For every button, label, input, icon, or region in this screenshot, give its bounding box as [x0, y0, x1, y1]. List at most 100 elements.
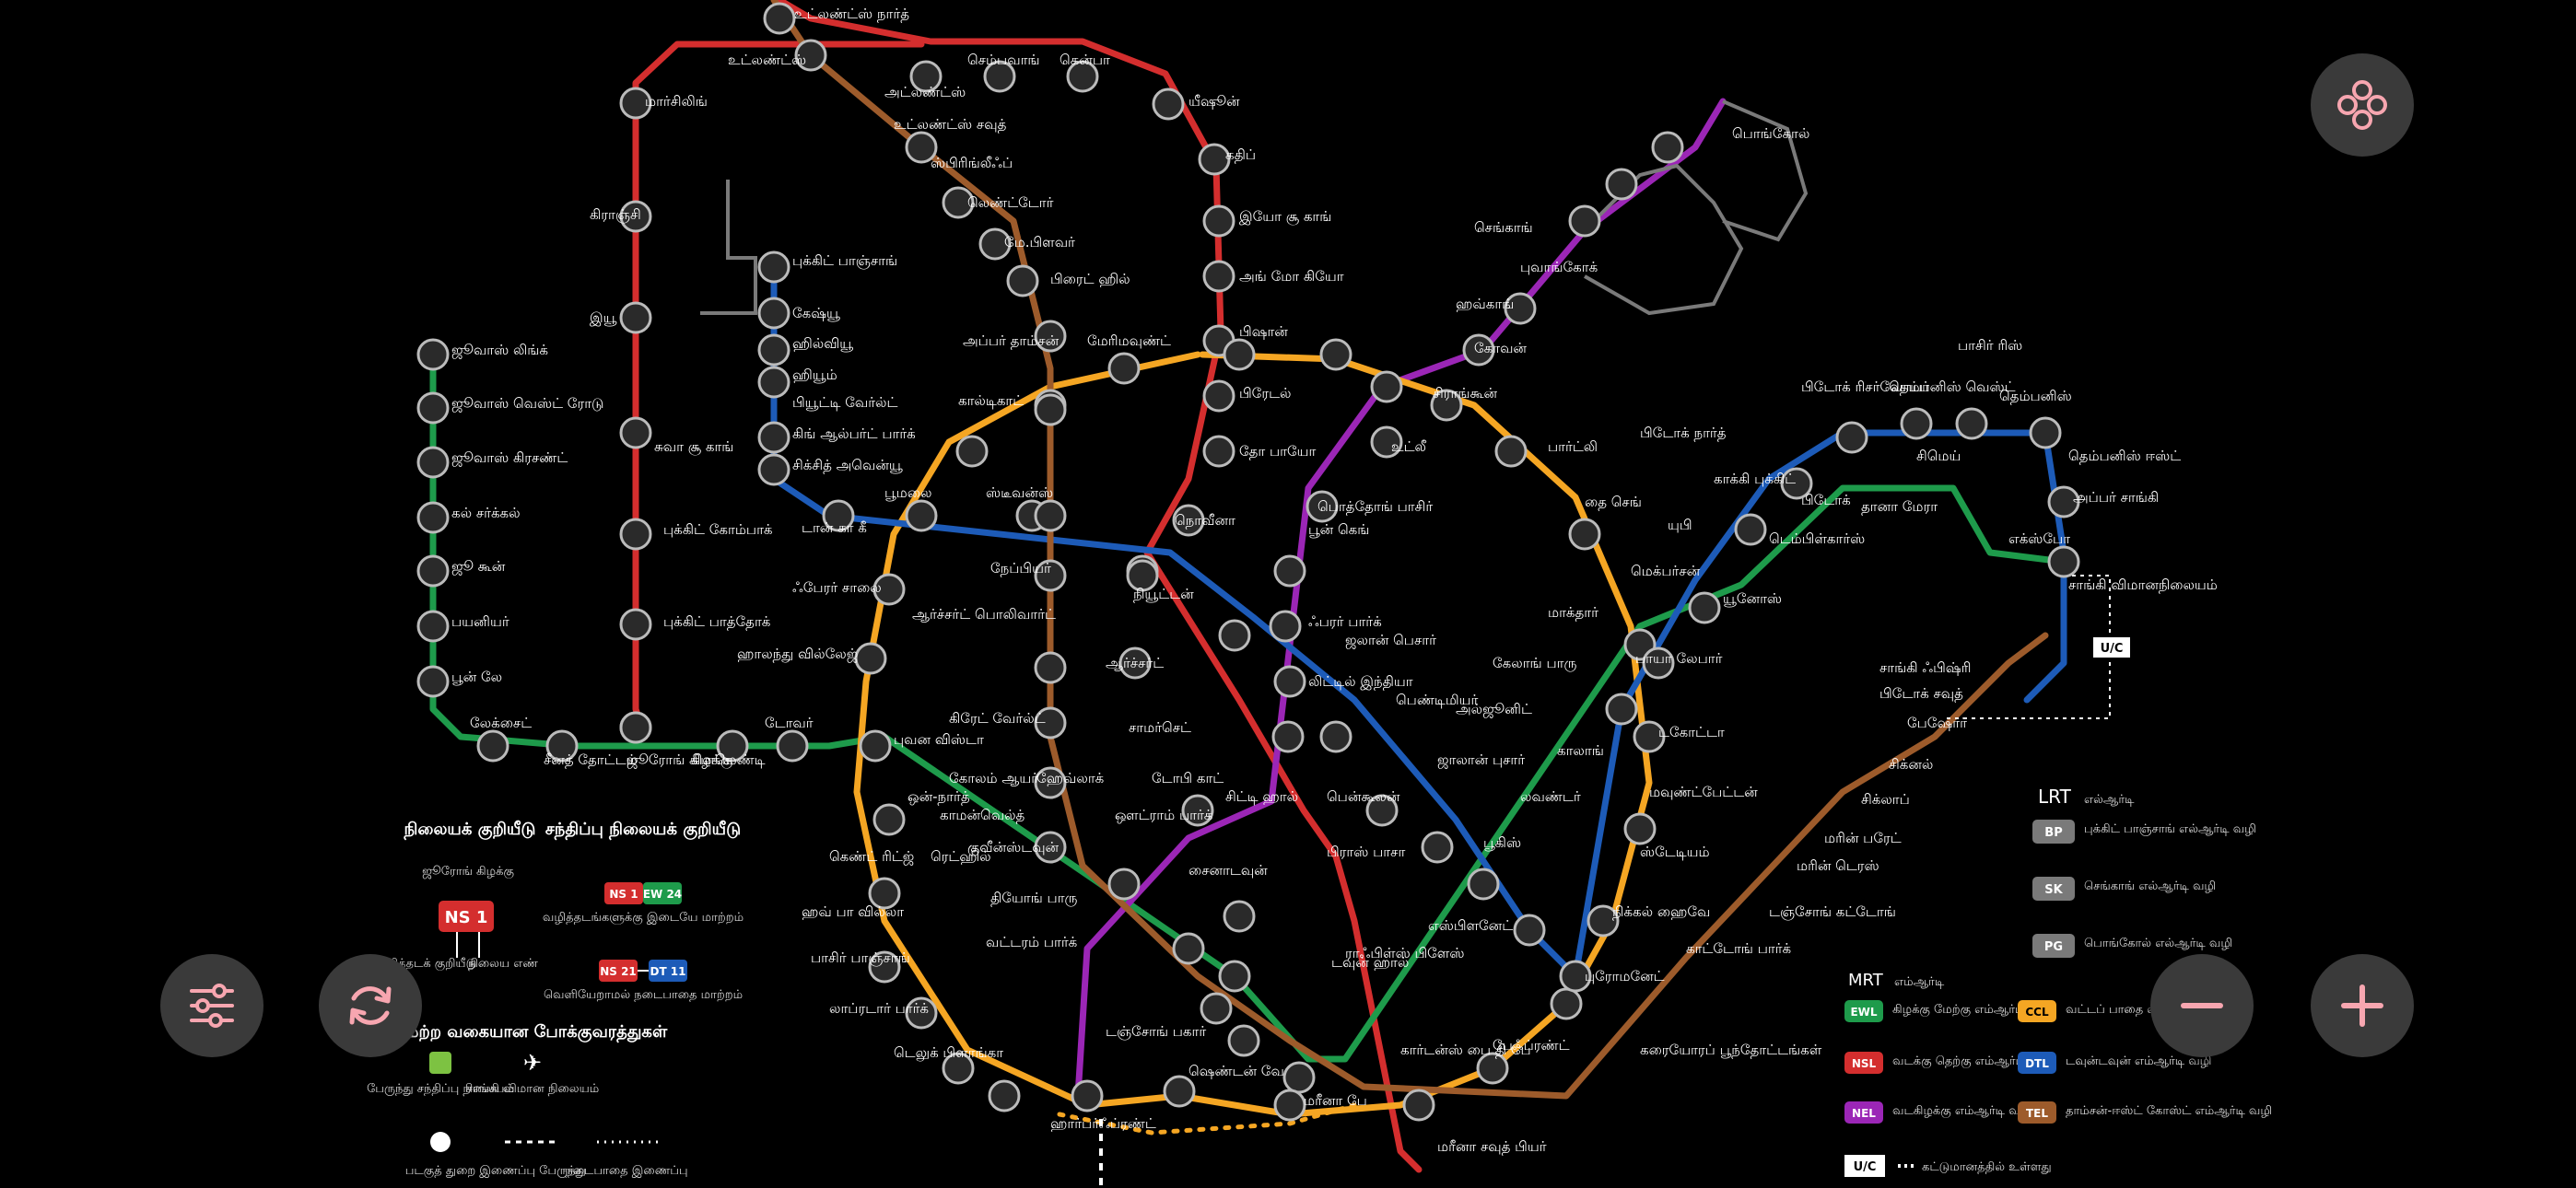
- station-marker[interactable]: [1319, 338, 1352, 371]
- station-marker[interactable]: [1559, 960, 1592, 993]
- station-marker[interactable]: [1462, 333, 1495, 367]
- station-marker[interactable]: [1202, 379, 1235, 413]
- station-marker[interactable]: [757, 421, 790, 454]
- station-marker[interactable]: [978, 227, 1012, 261]
- station-marker[interactable]: [619, 711, 652, 744]
- station-marker[interactable]: [1273, 554, 1306, 588]
- station-marker[interactable]: [619, 518, 652, 551]
- station-marker[interactable]: [794, 39, 827, 72]
- station-marker[interactable]: [1568, 204, 1601, 238]
- station-marker[interactable]: [619, 200, 652, 233]
- station-marker[interactable]: [1200, 992, 1233, 1025]
- station-marker[interactable]: [757, 333, 790, 367]
- station-marker[interactable]: [1273, 665, 1306, 698]
- station-marker[interactable]: [1071, 1079, 1104, 1112]
- station-marker[interactable]: [1269, 610, 1302, 643]
- station-marker[interactable]: [1198, 143, 1231, 176]
- station-marker[interactable]: [909, 60, 943, 93]
- station-marker[interactable]: [1218, 960, 1251, 993]
- station-marker[interactable]: [1306, 490, 1339, 523]
- station-marker[interactable]: [905, 996, 938, 1030]
- station-marker[interactable]: [545, 729, 579, 763]
- station-marker[interactable]: [757, 366, 790, 399]
- station-marker[interactable]: [776, 729, 809, 763]
- station-marker[interactable]: [1126, 559, 1159, 592]
- station-marker[interactable]: [1218, 619, 1251, 652]
- station-marker[interactable]: [1633, 720, 1666, 753]
- station-marker[interactable]: [822, 499, 855, 532]
- refresh-button[interactable]: [319, 954, 422, 1057]
- station-marker[interactable]: [1370, 370, 1403, 403]
- station-marker[interactable]: [1034, 393, 1067, 426]
- filter-button[interactable]: [160, 954, 263, 1057]
- station-marker[interactable]: [1107, 868, 1141, 901]
- station-marker[interactable]: [763, 2, 796, 35]
- station-marker[interactable]: [416, 391, 450, 425]
- station-marker[interactable]: [868, 877, 901, 910]
- station-marker[interactable]: [2029, 416, 2062, 449]
- station-marker[interactable]: [1034, 320, 1067, 353]
- station-marker[interactable]: [1034, 651, 1067, 684]
- station-marker[interactable]: [1034, 499, 1067, 532]
- station-marker[interactable]: [1402, 1089, 1435, 1122]
- station-marker[interactable]: [416, 665, 450, 698]
- menu-button[interactable]: [2311, 53, 2414, 157]
- station-marker[interactable]: [416, 610, 450, 643]
- station-marker[interactable]: [942, 1052, 975, 1085]
- station-marker[interactable]: [1034, 831, 1067, 864]
- station-marker[interactable]: [868, 950, 901, 984]
- station-marker[interactable]: [983, 60, 1016, 93]
- zoom-in-button[interactable]: [2311, 954, 2414, 1057]
- station-marker[interactable]: [757, 453, 790, 486]
- station-marker[interactable]: [1319, 720, 1352, 753]
- station-marker[interactable]: [1955, 407, 1988, 440]
- station-marker[interactable]: [1172, 932, 1205, 965]
- station-marker[interactable]: [1568, 518, 1601, 551]
- station-marker[interactable]: [1605, 168, 1638, 201]
- station-marker[interactable]: [1651, 131, 1684, 164]
- station-marker[interactable]: [1118, 646, 1152, 680]
- station-marker[interactable]: [1494, 435, 1528, 468]
- station-marker[interactable]: [854, 642, 887, 675]
- station-marker[interactable]: [1421, 831, 1454, 864]
- station-marker[interactable]: [1107, 352, 1141, 385]
- station-marker[interactable]: [905, 131, 938, 164]
- station-marker[interactable]: [942, 186, 975, 219]
- station-marker[interactable]: [872, 803, 906, 836]
- station-marker[interactable]: [1273, 1089, 1306, 1122]
- station-marker[interactable]: [1227, 1024, 1260, 1057]
- station-marker[interactable]: [1370, 425, 1403, 459]
- station-marker[interactable]: [955, 435, 989, 468]
- zoom-out-button[interactable]: [2150, 954, 2254, 1057]
- station-marker[interactable]: [1467, 868, 1500, 901]
- station-marker[interactable]: [1587, 904, 1620, 938]
- station-marker[interactable]: [2047, 545, 2080, 578]
- station-marker[interactable]: [619, 608, 652, 641]
- station-marker[interactable]: [1034, 706, 1067, 740]
- station-marker[interactable]: [988, 1079, 1021, 1112]
- station-marker[interactable]: [1152, 87, 1185, 121]
- stations[interactable]: [416, 2, 2080, 1122]
- station-marker[interactable]: [1430, 389, 1463, 422]
- station-marker[interactable]: [1202, 204, 1235, 238]
- station-marker[interactable]: [872, 573, 906, 606]
- station-marker[interactable]: [1066, 60, 1099, 93]
- station-marker[interactable]: [1181, 794, 1214, 827]
- station-marker[interactable]: [416, 446, 450, 479]
- station-marker[interactable]: [1476, 1052, 1509, 1085]
- station-marker[interactable]: [1734, 513, 1767, 546]
- station-marker[interactable]: [1034, 559, 1067, 592]
- station-marker[interactable]: [1688, 591, 1721, 624]
- station-marker[interactable]: [1202, 260, 1235, 293]
- station-marker[interactable]: [2047, 485, 2080, 518]
- station-marker[interactable]: [1223, 900, 1256, 933]
- station-marker[interactable]: [716, 729, 749, 763]
- station-marker[interactable]: [619, 87, 652, 120]
- station-marker[interactable]: [1282, 1061, 1316, 1094]
- station-marker[interactable]: [1034, 766, 1067, 799]
- station-marker[interactable]: [1780, 467, 1813, 500]
- station-marker[interactable]: [1504, 292, 1537, 325]
- station-marker[interactable]: [1202, 435, 1235, 468]
- station-marker[interactable]: [476, 729, 509, 763]
- station-marker[interactable]: [1006, 264, 1039, 297]
